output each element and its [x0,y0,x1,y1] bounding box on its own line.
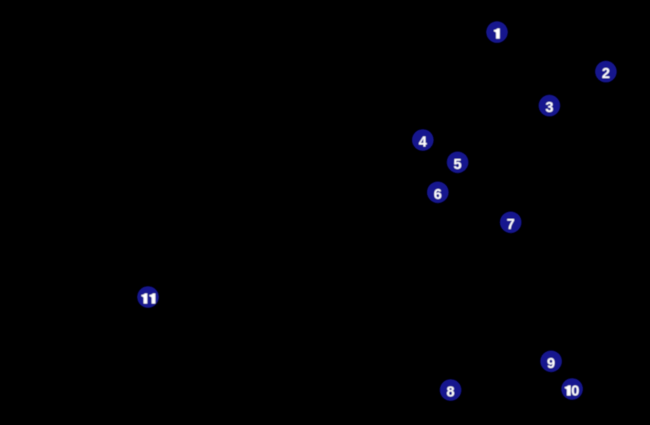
svg-text:3: 3 [545,100,553,116]
svg-text:2: 2 [602,66,610,82]
svg-text:7: 7 [507,217,515,233]
svg-text:9: 9 [547,356,555,372]
svg-text:0: 0 [571,384,579,400]
svg-text:6: 6 [434,187,442,203]
svg-text:4: 4 [419,135,427,151]
svg-text:8: 8 [447,385,455,401]
svg-text:5: 5 [454,157,462,173]
